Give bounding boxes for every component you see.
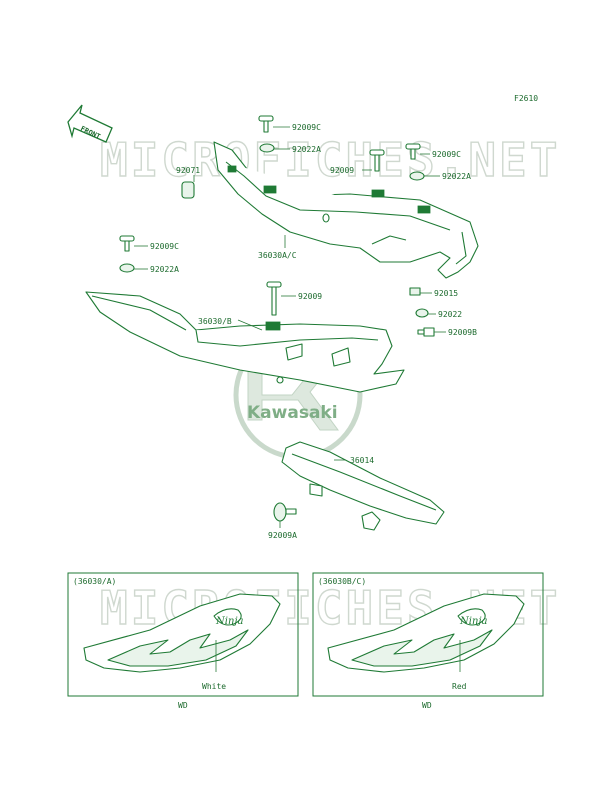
part-label-92022a-upper: 92022A	[292, 145, 321, 154]
part-label-92009-upper: 92009	[330, 166, 354, 175]
washer-92022-icon	[415, 308, 429, 318]
screw-92009a-icon	[273, 502, 297, 522]
inset-right-title: (36030B/C)	[318, 577, 366, 586]
part-label-36030b: 36030/B	[198, 317, 232, 326]
bolt-92009c-left-icon	[119, 235, 135, 252]
washer-92022a-left-icon	[119, 263, 135, 273]
figure-code: F2610	[514, 94, 538, 103]
bolt-92009-upper-icon	[369, 149, 385, 172]
part-label-92009a: 92009A	[268, 531, 297, 540]
inset-right-color: Red	[452, 682, 467, 691]
grommet-92071-icon	[181, 181, 195, 199]
bolt-92009b-icon	[417, 327, 435, 337]
part-label-92009c-left: 92009C	[150, 242, 179, 251]
part-label-92009c-upper: 92009C	[292, 123, 321, 132]
part-label-92009b: 92009B	[448, 328, 477, 337]
inset-left-color: White	[202, 682, 226, 691]
svg-text:Ninja: Ninja	[215, 616, 243, 627]
logo-wordmark: Kawasaki	[247, 403, 338, 423]
inset-right-footer: WD	[422, 701, 432, 710]
lower-seat-cover-part	[85, 291, 405, 393]
nut-92015-icon	[409, 287, 421, 296]
bolt-92009c-upper-icon	[258, 115, 274, 133]
inset-left-title: (36030/A)	[73, 577, 116, 586]
part-label-92071: 92071	[176, 166, 200, 175]
part-label-92015: 92015	[434, 289, 458, 298]
part-label-92009-lower: 92009	[298, 292, 322, 301]
part-label-92009c-right: 92009C	[432, 150, 461, 159]
washer-92022a-right-icon	[409, 171, 425, 181]
front-arrow-icon: FRONT	[67, 104, 113, 143]
side-bracket-part	[281, 441, 445, 531]
inset-panel-left: (36030/A) Ninja White WD	[67, 572, 299, 710]
washer-92022a-upper-icon	[259, 143, 275, 153]
upper-seat-cover-part	[213, 141, 479, 279]
leader-lines	[134, 126, 446, 528]
bolt-92009c-right-icon	[405, 143, 421, 160]
inset-panel-right: (36030B/C) Ninja Red WD	[312, 572, 544, 710]
watermark-top: MICROFICHES.NET	[100, 133, 560, 187]
bolt-92009-lower-icon	[266, 281, 282, 316]
part-label-36014: 36014	[350, 456, 374, 465]
part-label-36030ac: 36030A/C	[258, 251, 297, 260]
part-label-92022a-left: 92022A	[150, 265, 179, 274]
svg-text:Ninja: Ninja	[459, 616, 487, 627]
part-label-92022a-right: 92022A	[442, 172, 471, 181]
part-label-92022: 92022	[438, 310, 462, 319]
inset-left-footer: WD	[178, 701, 188, 710]
